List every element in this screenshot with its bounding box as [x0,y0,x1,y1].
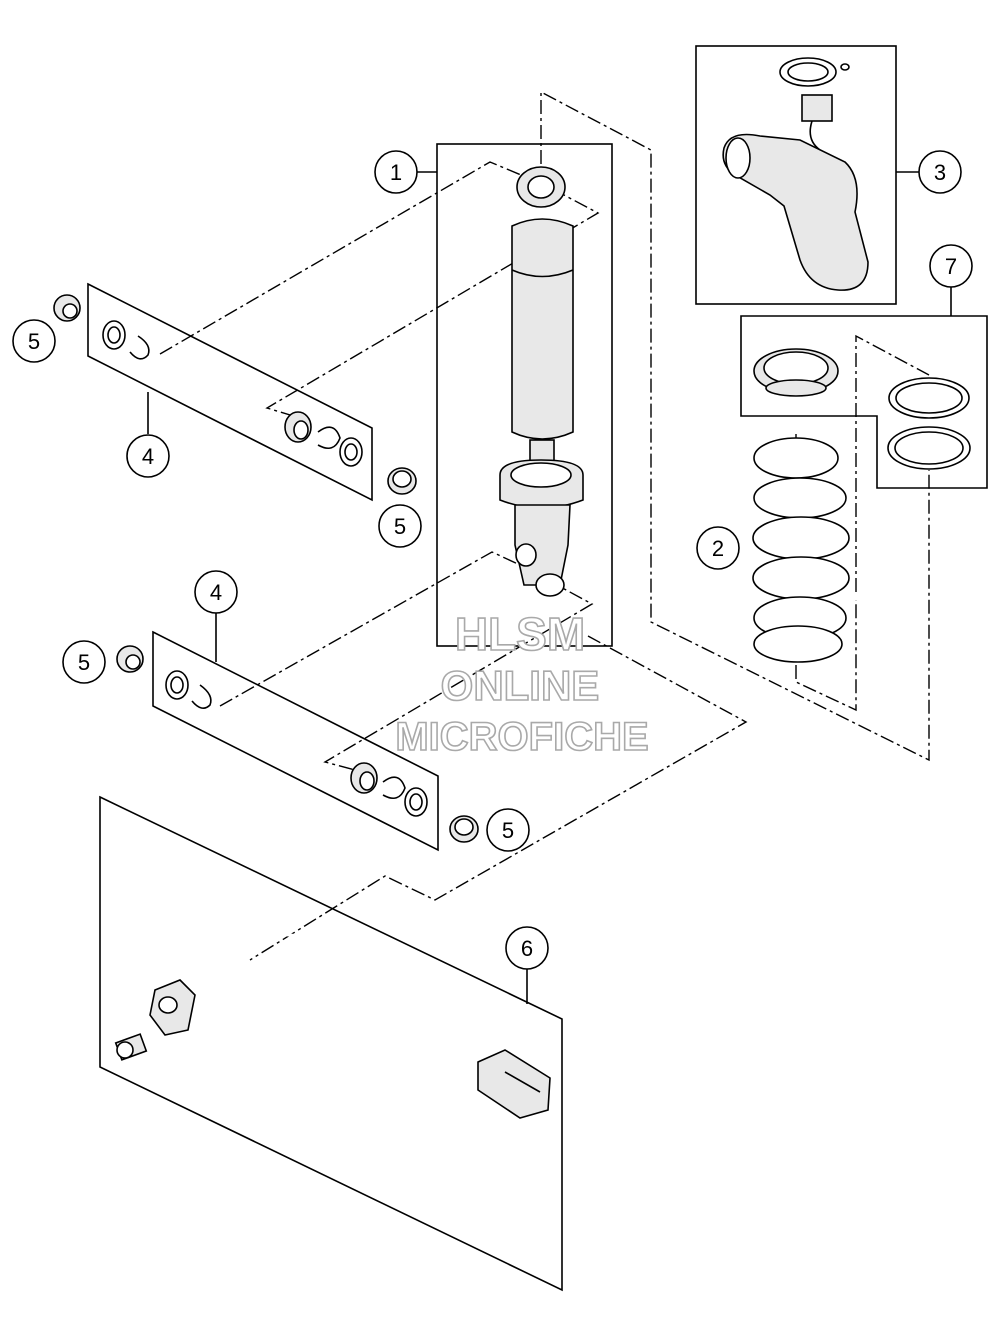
callout-3[interactable]: 3 [918,150,962,194]
group-box-bearing-kit-lower [152,630,439,852]
group-box-shock-absorber [436,143,613,647]
callout-7[interactable]: 7 [929,244,973,288]
group-box-bearing-kit-upper [87,282,373,502]
callout-6-label: 6 [521,936,533,961]
callout-6[interactable]: 6 [505,926,549,970]
callout-5-lower-right-label: 5 [502,818,514,843]
callout-3-label: 3 [934,160,946,185]
callout-5-lower-right[interactable]: 5 [486,808,530,852]
callout-5-upper-left[interactable]: 5 [12,319,56,363]
shock-absorber-part [499,166,584,597]
callout-5-upper-left-label: 5 [28,329,40,354]
callout-4-upper[interactable]: 4 [126,434,170,478]
callout-4-upper-label: 4 [142,444,154,469]
watermark-line-2: ONLINE [441,662,600,709]
reservoir-part [722,57,869,291]
spring-retainer-part [753,348,971,470]
watermark-line-1: HLSM [455,608,585,660]
watermark: HLSM ONLINE MICROFICHE [395,607,650,760]
callout-2-label: 2 [712,536,724,561]
callout-5-lower-left-label: 5 [78,650,90,675]
group-box-reservoir [695,45,897,305]
callout-5-upper-right-label: 5 [394,514,406,539]
bearing-kit-lower-parts [116,645,479,843]
callout-5-upper-right[interactable]: 5 [378,504,422,548]
callout-1-label: 1 [390,160,402,185]
callout-5-lower-left[interactable]: 5 [62,640,106,684]
callout-7-label: 7 [945,254,957,279]
watermark-line-3: MICROFICHE [395,715,648,759]
bearing-kit-upper-parts [53,294,417,495]
group-box-sensor-cable [99,795,563,1292]
group-box-spring-retainer [740,315,988,489]
callout-1[interactable]: 1 [374,150,418,194]
coil-spring-part [752,437,850,663]
callout-4-lower-label: 4 [210,580,222,605]
sensor-cable-part [114,933,551,1119]
callout-4-lower[interactable]: 4 [194,570,238,614]
callout-2[interactable]: 2 [696,526,740,570]
callout-leader-lines [147,171,952,1004]
